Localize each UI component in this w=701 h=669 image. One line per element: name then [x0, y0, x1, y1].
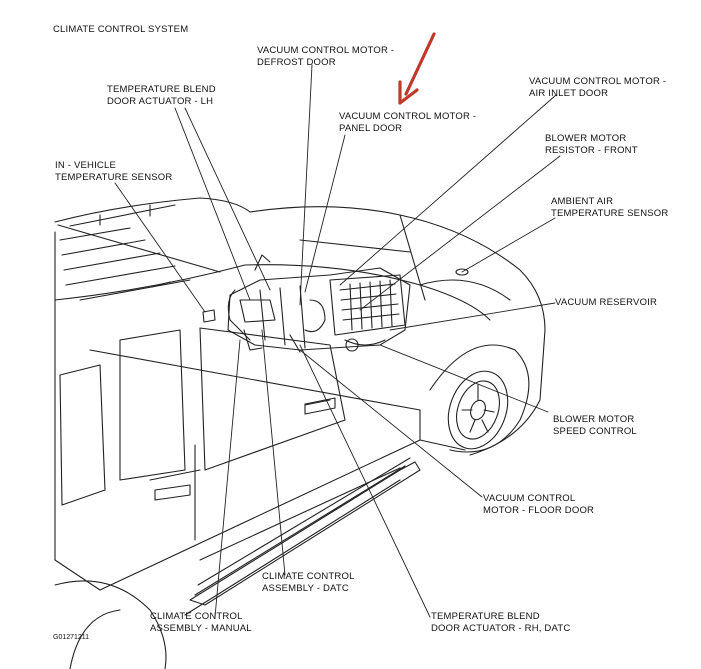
figure-code: G01271211 [53, 634, 90, 641]
hvac-module [227, 254, 411, 353]
diagram-title: CLIMATE CONTROL SYSTEM [53, 24, 189, 35]
front-wheel [429, 344, 530, 453]
label-vacuum-reservoir: VACUUM RESERVOIR [555, 297, 658, 308]
label-defrost-door-motor: VACUUM CONTROL MOTOR -DEFROST DOOR [257, 45, 395, 68]
highlight-arrow [398, 32, 436, 105]
ambient-sensor [455, 268, 469, 276]
in-vehicle-sensor [202, 309, 216, 323]
label-air-inlet-door-motor: VACUUM CONTROL MOTOR -AIR INLET DOOR [529, 76, 667, 99]
leader-lines [114, 64, 561, 618]
running-board [184, 457, 421, 616]
roof-rack [54, 197, 251, 301]
vehicle-body [54, 206, 546, 591]
label-panel-door-motor: VACUUM CONTROL MOTOR -PANEL DOOR [339, 111, 477, 134]
rear-wheel [54, 580, 167, 669]
